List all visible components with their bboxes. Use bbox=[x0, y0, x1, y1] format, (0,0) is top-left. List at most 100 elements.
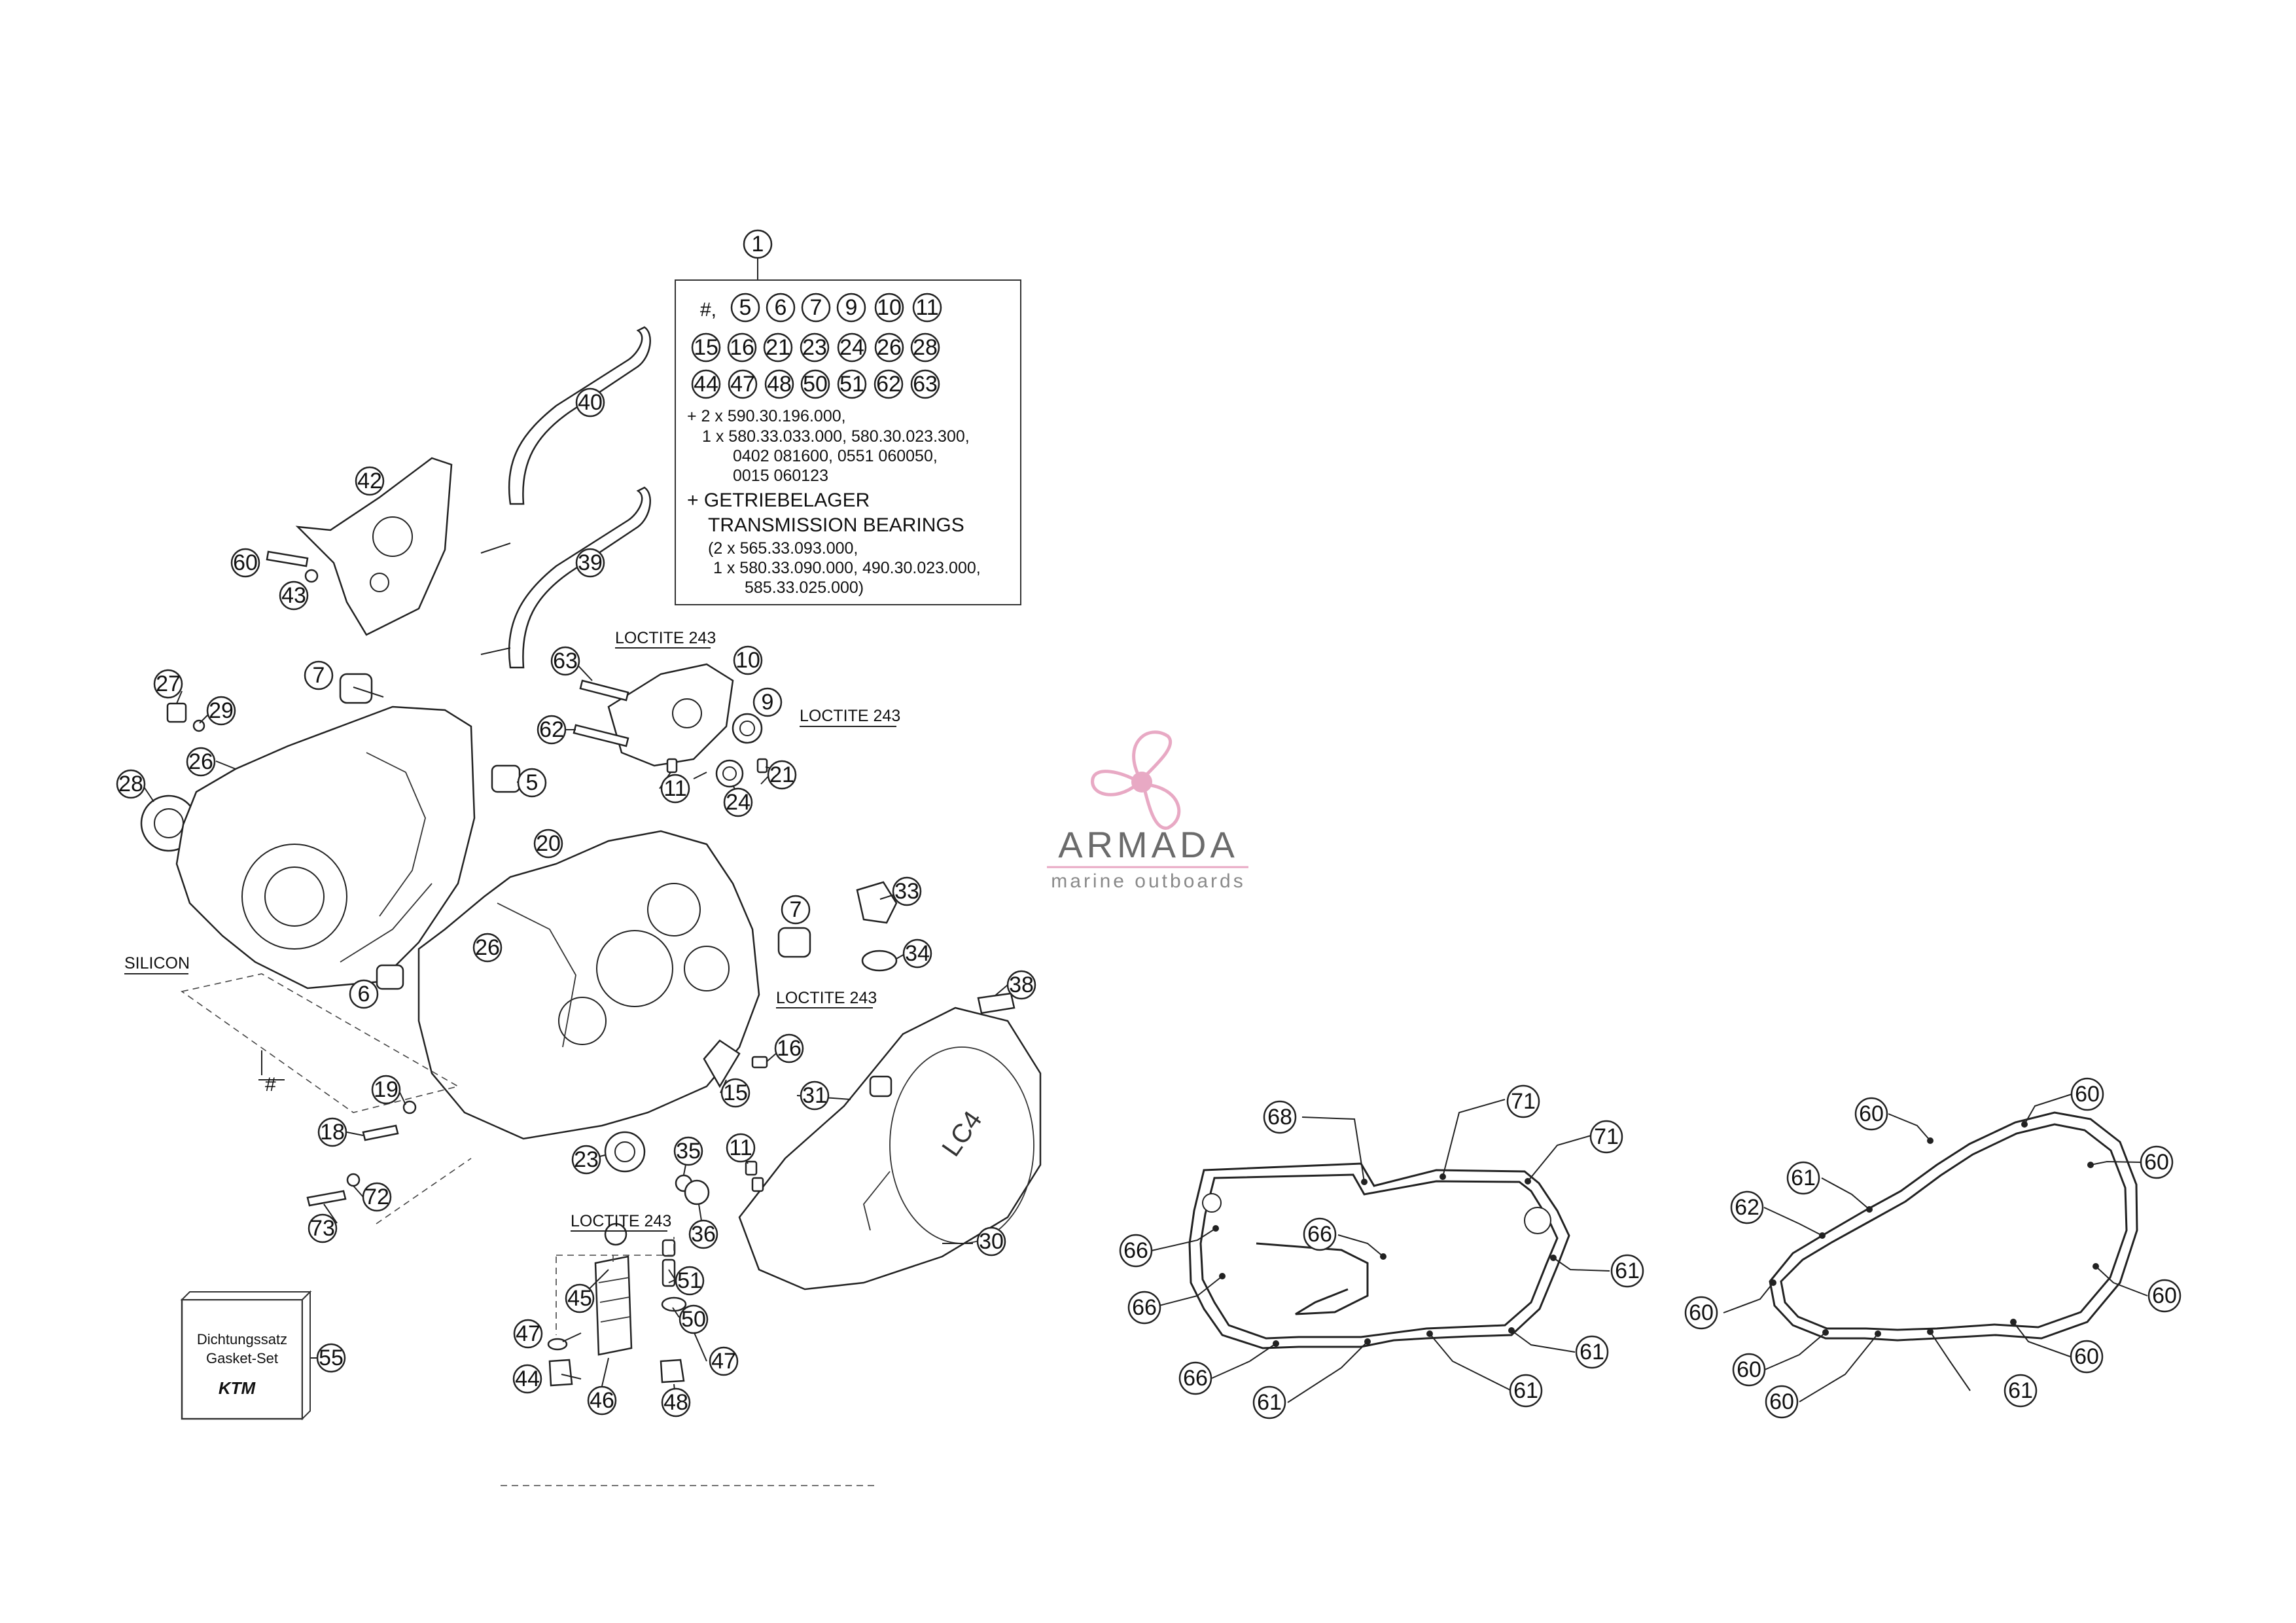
callout-26: 26 bbox=[188, 749, 213, 774]
kit-ref: 23 bbox=[802, 335, 827, 360]
armada-logo: ARMADA marine outboards bbox=[1047, 730, 1248, 892]
callout-39: 39 bbox=[578, 550, 603, 575]
ring-36 bbox=[684, 1179, 710, 1205]
kit-ref: 63 bbox=[913, 372, 938, 397]
propeller-icon bbox=[1091, 730, 1181, 830]
callout-72: 72 bbox=[364, 1185, 389, 1209]
loctite-note: LOCTITE 243 bbox=[615, 629, 716, 647]
callout-62: 62 bbox=[1735, 1195, 1759, 1220]
callout-11b: 11 bbox=[729, 1135, 752, 1160]
screw-60 bbox=[266, 550, 309, 567]
kit-ref: 7 bbox=[810, 295, 822, 320]
callout-7: 7 bbox=[313, 663, 325, 688]
kit-parts-line: 1 x 580.33.033.000, 580.30.023.300, bbox=[702, 427, 970, 446]
callout-60c: 60 bbox=[2144, 1150, 2169, 1175]
kit-ref: 11 bbox=[915, 295, 938, 320]
callout-16: 16 bbox=[777, 1036, 802, 1061]
o-ring-34 bbox=[861, 950, 898, 972]
callout-60f: 60 bbox=[1737, 1357, 1761, 1382]
callout-61b: 61 bbox=[1580, 1340, 1604, 1364]
plug-48 bbox=[660, 1359, 685, 1383]
callout-31: 31 bbox=[802, 1083, 827, 1108]
clip-38 bbox=[977, 992, 1016, 1014]
kit-ref: 6 bbox=[775, 295, 787, 320]
callout-66: 66 bbox=[1307, 1222, 1332, 1247]
bolt-63 bbox=[579, 679, 629, 702]
callout-36: 36 bbox=[691, 1222, 716, 1247]
kit-ref: 5 bbox=[739, 295, 752, 320]
callout-68: 68 bbox=[1267, 1105, 1292, 1130]
callout-40: 40 bbox=[578, 390, 603, 415]
callout-11: 11 bbox=[663, 776, 686, 801]
callout-1: 1 bbox=[752, 232, 764, 257]
callout-21: 21 bbox=[769, 762, 794, 787]
bearing-heading-en: TRANSMISSION BEARINGS bbox=[708, 514, 964, 536]
oil-screen-46 bbox=[594, 1255, 633, 1356]
callout-27: 27 bbox=[156, 671, 181, 696]
kit-ref: 50 bbox=[803, 372, 828, 397]
callout-47: 47 bbox=[516, 1321, 540, 1346]
callout-60e: 60 bbox=[2074, 1344, 2099, 1369]
callout-60a: 60 bbox=[1859, 1101, 1884, 1126]
loctite-note: LOCTITE 243 bbox=[800, 707, 900, 725]
callout-62: 62 bbox=[539, 717, 564, 742]
logo-name: ARMADA bbox=[1058, 824, 1239, 865]
gasket-set-box: Dichtungssatz Gasket-Set KTM 55 bbox=[180, 1290, 346, 1421]
callout-26b: 26 bbox=[475, 935, 500, 960]
callout-29: 29 bbox=[209, 698, 234, 723]
kit-ref: 51 bbox=[839, 372, 864, 397]
callout-35: 35 bbox=[676, 1139, 701, 1164]
bracket-15 bbox=[703, 1039, 741, 1088]
callout-15: 15 bbox=[723, 1080, 748, 1105]
part-drawings: LC4 bbox=[140, 326, 1042, 1486]
callout-61d: 61 bbox=[1257, 1390, 1282, 1415]
kit-prefix: #, bbox=[700, 299, 716, 321]
callout-60h: 60 bbox=[1689, 1300, 1714, 1325]
screw-73 bbox=[306, 1190, 347, 1207]
callout-34: 34 bbox=[905, 941, 930, 966]
callout-5: 5 bbox=[526, 770, 539, 795]
kit-parts-line: 0402 081600, 0551 060050, bbox=[733, 447, 938, 465]
callout-51: 51 bbox=[677, 1268, 702, 1293]
drain-plug-44 bbox=[548, 1359, 573, 1387]
bushing-7b bbox=[777, 927, 811, 958]
cover-42 bbox=[295, 457, 453, 636]
kit-ref: 28 bbox=[913, 335, 938, 360]
callout-43: 43 bbox=[281, 583, 306, 608]
brand-logo: KTM bbox=[219, 1378, 256, 1398]
screw-18 bbox=[362, 1124, 399, 1141]
kit-row-2: 15 16 21 23 24 26 28 bbox=[691, 332, 940, 363]
kit-ref: 62 bbox=[876, 372, 901, 397]
callout-38: 38 bbox=[1009, 972, 1034, 997]
bearing-line: 1 x 580.33.090.000, 490.30.023.000, bbox=[713, 559, 981, 577]
callout-20: 20 bbox=[536, 831, 561, 856]
kit-ref: 21 bbox=[766, 335, 790, 360]
bearing-heading-de: + GETRIEBELAGER bbox=[687, 490, 870, 511]
silicon-note: SILICON bbox=[124, 954, 190, 972]
bushing-5 bbox=[491, 764, 521, 793]
kit-ref: 47 bbox=[730, 372, 755, 397]
callout-60d: 60 bbox=[2152, 1283, 2177, 1308]
gasket-crankcase: 68 71 71 66 66 66 66 61 61 61 61 bbox=[1119, 1084, 1644, 1419]
gasket-clutch-cover: 60 60 60 60 60 60 60 60 61 61 62 bbox=[1684, 1077, 2181, 1419]
plug-33 bbox=[856, 881, 898, 924]
callout-73: 73 bbox=[310, 1216, 335, 1241]
bushing-6 bbox=[376, 964, 404, 990]
callout-63: 63 bbox=[553, 649, 578, 673]
loctite-note: LOCTITE 243 bbox=[571, 1212, 671, 1230]
callout-61b: 61 bbox=[2008, 1378, 2033, 1403]
callout-60: 60 bbox=[233, 550, 258, 575]
callout-61a: 61 bbox=[1791, 1166, 1816, 1190]
callout-60g: 60 bbox=[1769, 1389, 1794, 1414]
kit-ref: 48 bbox=[767, 372, 792, 397]
callout-30: 30 bbox=[979, 1229, 1004, 1254]
bearing-line: 585.33.025.000) bbox=[745, 579, 864, 597]
callout-28: 28 bbox=[118, 772, 143, 796]
callout-61: 61 bbox=[1615, 1258, 1640, 1283]
gasket-set-en: Gasket-Set bbox=[206, 1350, 278, 1366]
kit-row-1: 5 6 7 9 10 11 bbox=[730, 293, 942, 323]
assembly-notes: LOCTITE 243 LOCTITE 243 LOCTITE 243 LOCT… bbox=[124, 629, 900, 1232]
kit-ref: 16 bbox=[730, 335, 754, 360]
callout-23: 23 bbox=[574, 1147, 599, 1172]
